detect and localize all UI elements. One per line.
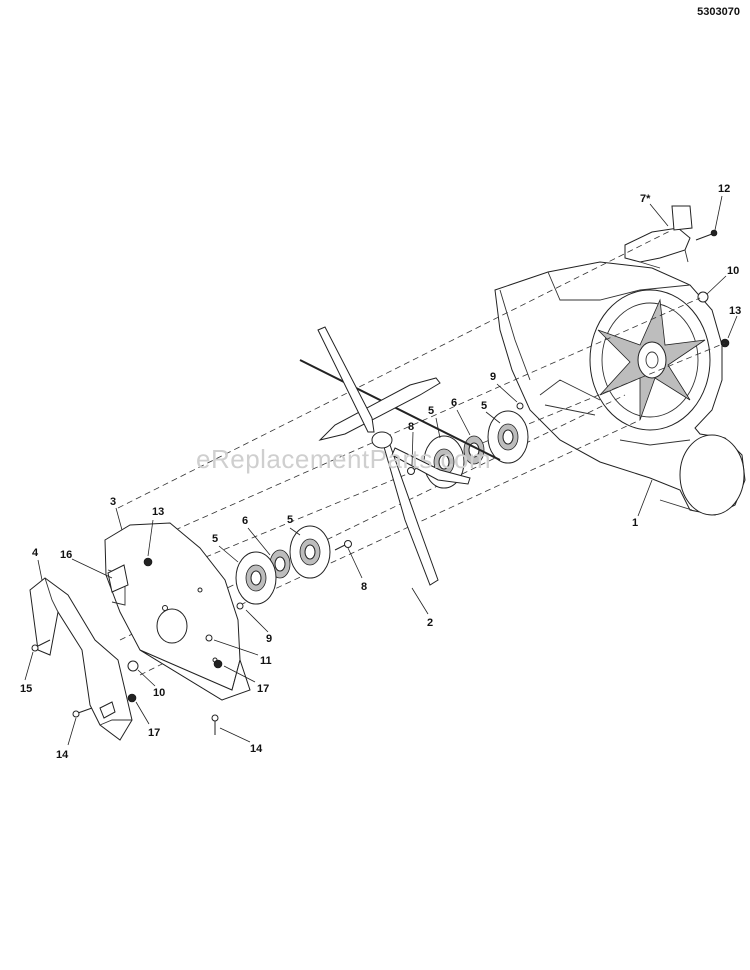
callout-8-upper: 8 bbox=[408, 421, 414, 433]
bearing-6a bbox=[463, 435, 485, 465]
callout-2: 2 bbox=[427, 617, 433, 629]
bolt-8b bbox=[334, 540, 352, 551]
clip-17-right bbox=[213, 659, 223, 669]
callout-6-upper: 6 bbox=[451, 397, 457, 409]
callout-4: 4 bbox=[32, 547, 39, 559]
blower-housing bbox=[494, 261, 746, 516]
bearing-flange-5a bbox=[487, 410, 529, 464]
callout-8-lower: 8 bbox=[361, 581, 367, 593]
callout-1: 1 bbox=[632, 517, 638, 529]
callout-5-lower-left: 5 bbox=[212, 533, 218, 545]
washer-13-lower bbox=[143, 557, 153, 567]
callout-17-left: 17 bbox=[148, 727, 160, 739]
callout-11: 11 bbox=[260, 655, 272, 667]
callout-9-upper: 9 bbox=[490, 371, 496, 383]
clip-16 bbox=[107, 564, 129, 593]
screw-12 bbox=[695, 229, 718, 241]
shield-plate bbox=[29, 577, 133, 741]
screw-15 bbox=[31, 639, 51, 652]
nut-10-upper bbox=[697, 291, 709, 303]
clip-17-left bbox=[127, 693, 137, 703]
document-number: 5303070 bbox=[697, 6, 740, 18]
mounting-bracket bbox=[624, 205, 693, 269]
screw-14-right bbox=[211, 714, 219, 735]
screw-14-left bbox=[72, 707, 93, 718]
impeller bbox=[299, 326, 501, 586]
washer-9a bbox=[516, 402, 524, 410]
nut-10-lower bbox=[127, 660, 139, 672]
callout-10-lower: 10 bbox=[153, 687, 165, 699]
callout-10-upper: 10 bbox=[727, 265, 739, 277]
callout-7: 7* bbox=[640, 193, 651, 205]
leader-lines bbox=[24, 195, 738, 746]
bearing-flange-5d bbox=[235, 551, 277, 605]
callout-13-lower: 13 bbox=[152, 506, 164, 518]
bearing-flange-5c bbox=[289, 525, 331, 579]
callout-16: 16 bbox=[60, 549, 72, 561]
side-plate bbox=[104, 522, 251, 701]
callout-5-lower-right: 5 bbox=[287, 514, 293, 526]
callout-13-upper: 13 bbox=[729, 305, 741, 317]
callout-5-upper-right: 5 bbox=[481, 400, 487, 412]
callout-12: 12 bbox=[718, 183, 730, 195]
callout-6-lower: 6 bbox=[242, 515, 248, 527]
nut-11 bbox=[205, 634, 213, 642]
callout-14-left: 14 bbox=[56, 749, 69, 761]
callout-3: 3 bbox=[110, 496, 116, 508]
callout-labels: 12 7* 10 13 9 5 6 5 8 1 3 13 5 6 5 16 4 … bbox=[20, 183, 741, 761]
watermark-text: eReplacementParts.com bbox=[196, 444, 492, 474]
callout-9-lower: 9 bbox=[266, 633, 272, 645]
callout-17-right: 17 bbox=[257, 683, 269, 695]
callout-14-right: 14 bbox=[250, 743, 263, 755]
callout-5-upper-left: 5 bbox=[428, 405, 434, 417]
callout-15: 15 bbox=[20, 683, 32, 695]
washer-9b bbox=[236, 602, 244, 610]
